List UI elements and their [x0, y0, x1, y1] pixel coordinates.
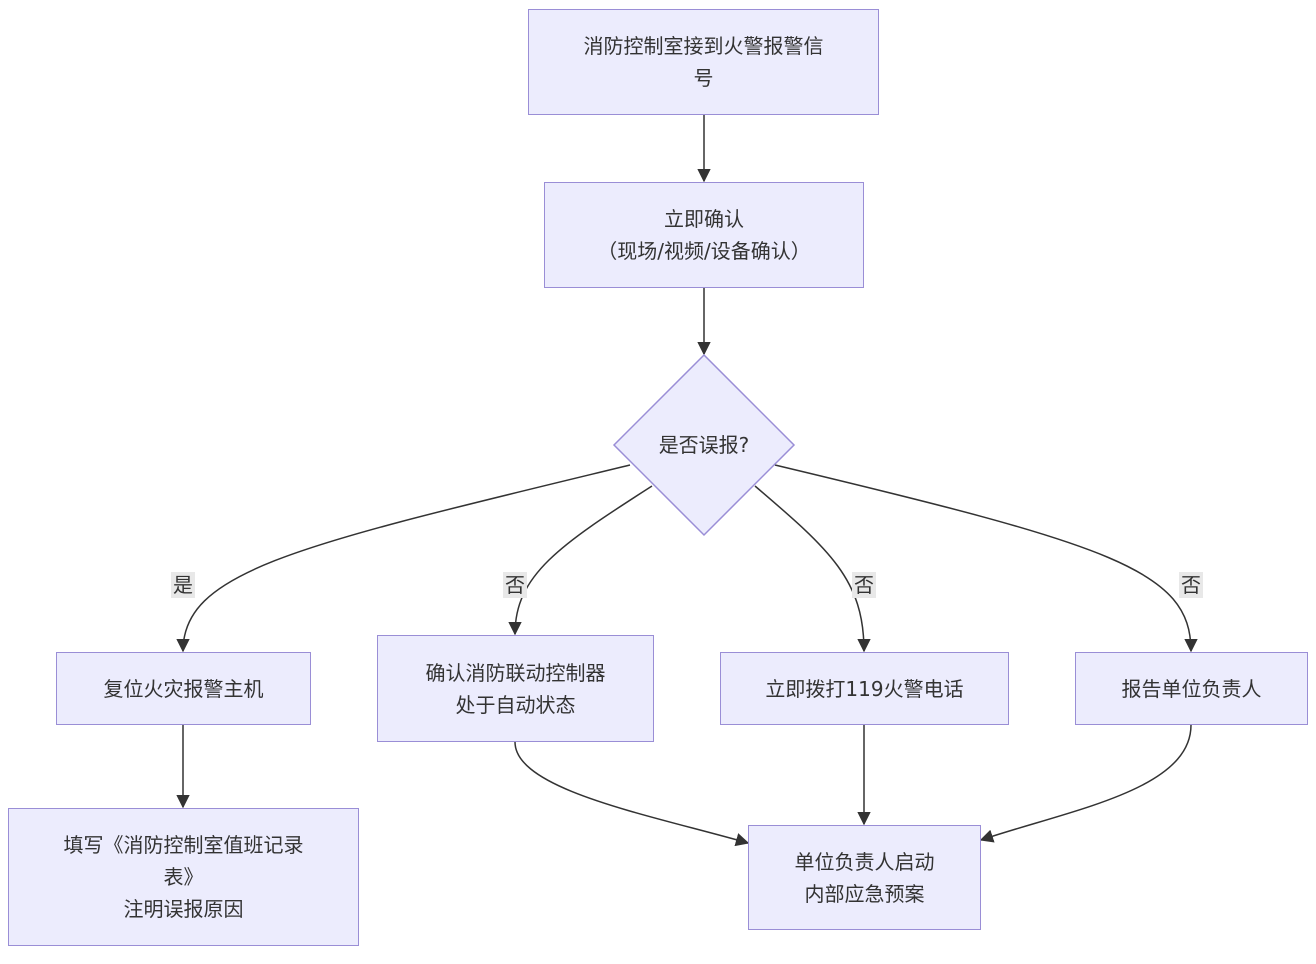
node-fill-record-line-3: 注明误报原因: [123, 897, 244, 921]
edge-label-no-controller: 否: [503, 572, 527, 598]
node-start-plan-line-1: 单位负责人启动: [794, 849, 935, 874]
edge-decision-to-reset: [176, 464, 631, 653]
edge-controller-to-plan: [514, 741, 750, 847]
node-report-leader: 报告单位负责人: [1075, 652, 1308, 725]
decision-diamond: [612, 353, 796, 537]
node-reset-host-line-1: 复位火灾报警主机: [103, 676, 264, 701]
node-start-plan: 单位负责人启动 内部应急预案: [748, 825, 981, 930]
node-alarm-signal: 消防控制室接到火警报警信 号: [528, 9, 879, 115]
node-call-119-line-1: 立即拨打119火警电话: [765, 676, 964, 701]
node-fill-record-line-1: 填写《消防控制室值班记录: [63, 833, 304, 857]
node-call-119: 立即拨打119火警电话: [720, 652, 1009, 725]
edge-label-no-call: 否: [852, 572, 876, 598]
node-report-leader-line-1: 报告单位负责人: [1121, 676, 1262, 701]
node-confirm-controller-line-1: 确认消防联动控制器: [425, 660, 606, 685]
edge-decision-to-controller: [508, 485, 653, 636]
node-confirm-line-2: （现场/视频/设备确认）: [597, 239, 811, 263]
node-confirm-line-1: 立即确认: [664, 207, 744, 231]
node-alarm-signal-line-2: 号: [693, 66, 714, 90]
edge-decision-to-report: [774, 464, 1198, 653]
edge-report-to-plan: [979, 724, 1192, 843]
edge-decision-to-call: [754, 485, 871, 653]
node-confirm: 立即确认 （现场/视频/设备确认）: [544, 182, 864, 288]
node-fill-record-line-2: 表》: [163, 865, 204, 889]
node-start-plan-line-2: 内部应急预案: [804, 881, 925, 906]
node-reset-host: 复位火灾报警主机: [56, 652, 311, 725]
node-confirm-controller: 确认消防联动控制器 处于自动状态: [377, 635, 654, 742]
node-confirm-controller-line-2: 处于自动状态: [455, 692, 576, 717]
edge-label-no-report: 否: [1179, 572, 1203, 598]
node-alarm-signal-line-1: 消防控制室接到火警报警信: [583, 34, 824, 58]
node-fill-record: 填写《消防控制室值班记录 表》 注明误报原因: [8, 808, 359, 946]
edge-label-yes: 是: [171, 572, 195, 598]
decision-label: 是否误报?: [658, 433, 750, 457]
